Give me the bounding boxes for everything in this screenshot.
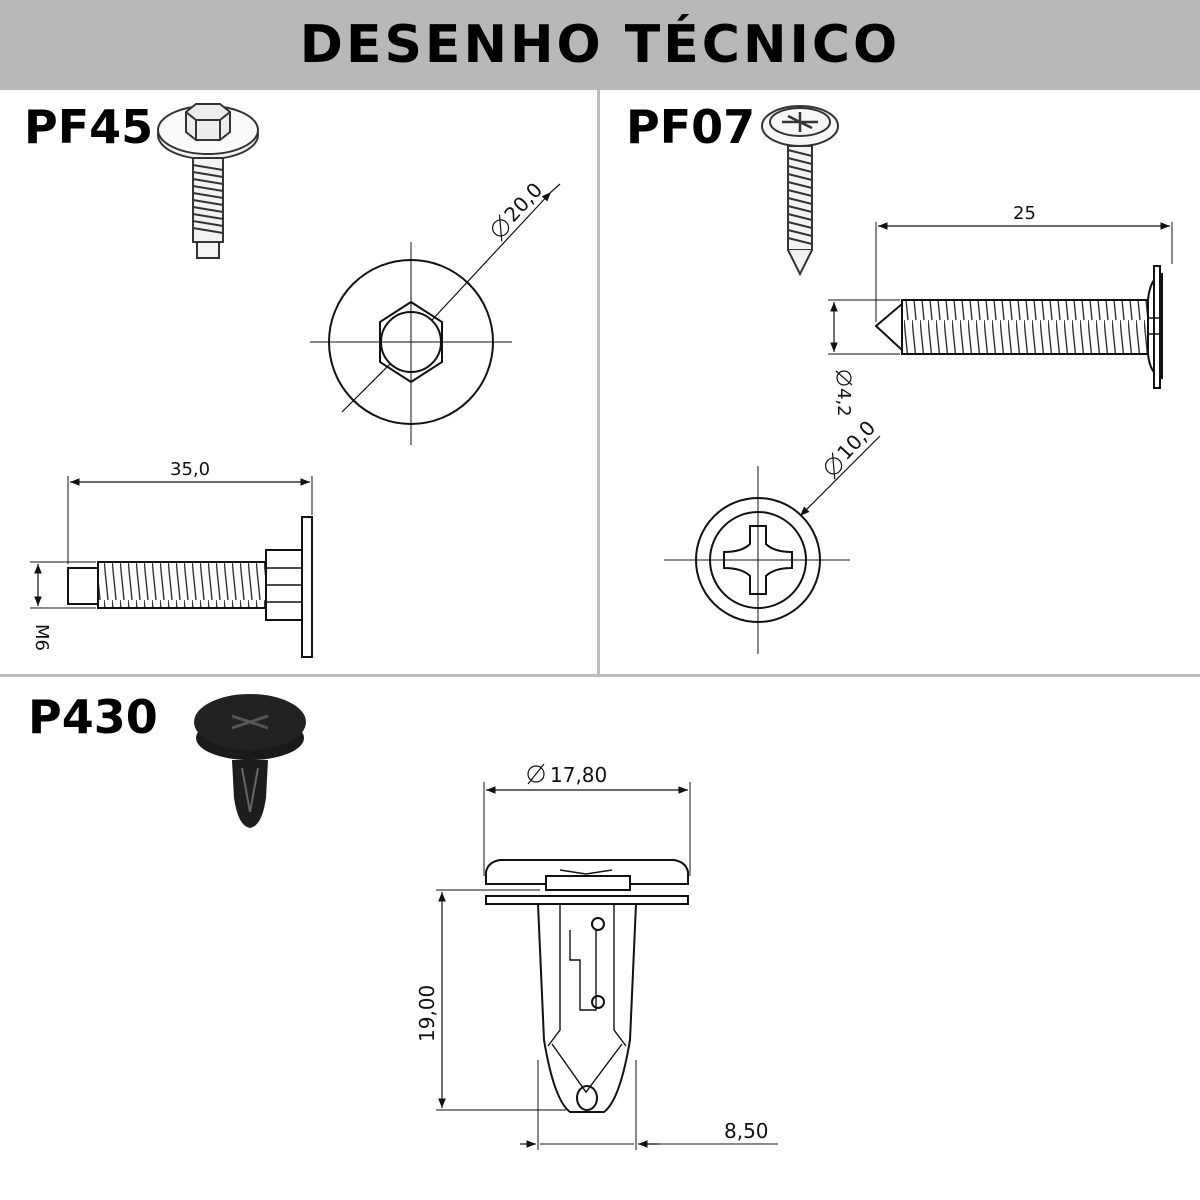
p430-product-photo <box>194 694 306 828</box>
p430-diameter-dim: 17,80 <box>527 763 607 787</box>
pf45-end-view <box>310 183 561 445</box>
divider-vertical <box>597 90 600 676</box>
pf07-side-view <box>828 222 1173 389</box>
pf45-side-view <box>30 476 313 658</box>
pf45-length-label: 35,0 <box>170 459 210 480</box>
pf45-product-photo <box>157 103 259 259</box>
pf07-shank-dim: 4,2 <box>833 370 854 417</box>
pf07-shank-label: 4,2 <box>833 388 854 417</box>
part-code-p430: P430 <box>28 690 158 744</box>
pf45-diameter-label: 20,0 <box>499 178 547 227</box>
pf07-length-label: 25 <box>1013 203 1036 224</box>
page-title: DESENHO TÉCNICO <box>299 15 901 75</box>
p430-height-label: 19,00 <box>415 985 439 1042</box>
pf45-diameter-dim: 20,0 <box>492 178 547 242</box>
pf07-end-view <box>664 435 881 654</box>
pf07-product-photo <box>761 105 839 277</box>
part-code-pf45: PF45 <box>24 100 154 154</box>
part-code-pf07: PF07 <box>626 100 756 154</box>
pf07-diameter-label: 10,0 <box>832 416 880 465</box>
p430-side-view <box>436 782 778 1150</box>
divider-horizontal <box>0 674 1200 677</box>
pf45-thread-label: M6 <box>31 624 52 651</box>
pf07-diameter-dim: 10,0 <box>825 416 880 480</box>
p430-diameter-label: 17,80 <box>550 763 607 787</box>
p430-body-label: 8,50 <box>724 1119 769 1143</box>
title-banner: DESENHO TÉCNICO <box>0 0 1200 90</box>
